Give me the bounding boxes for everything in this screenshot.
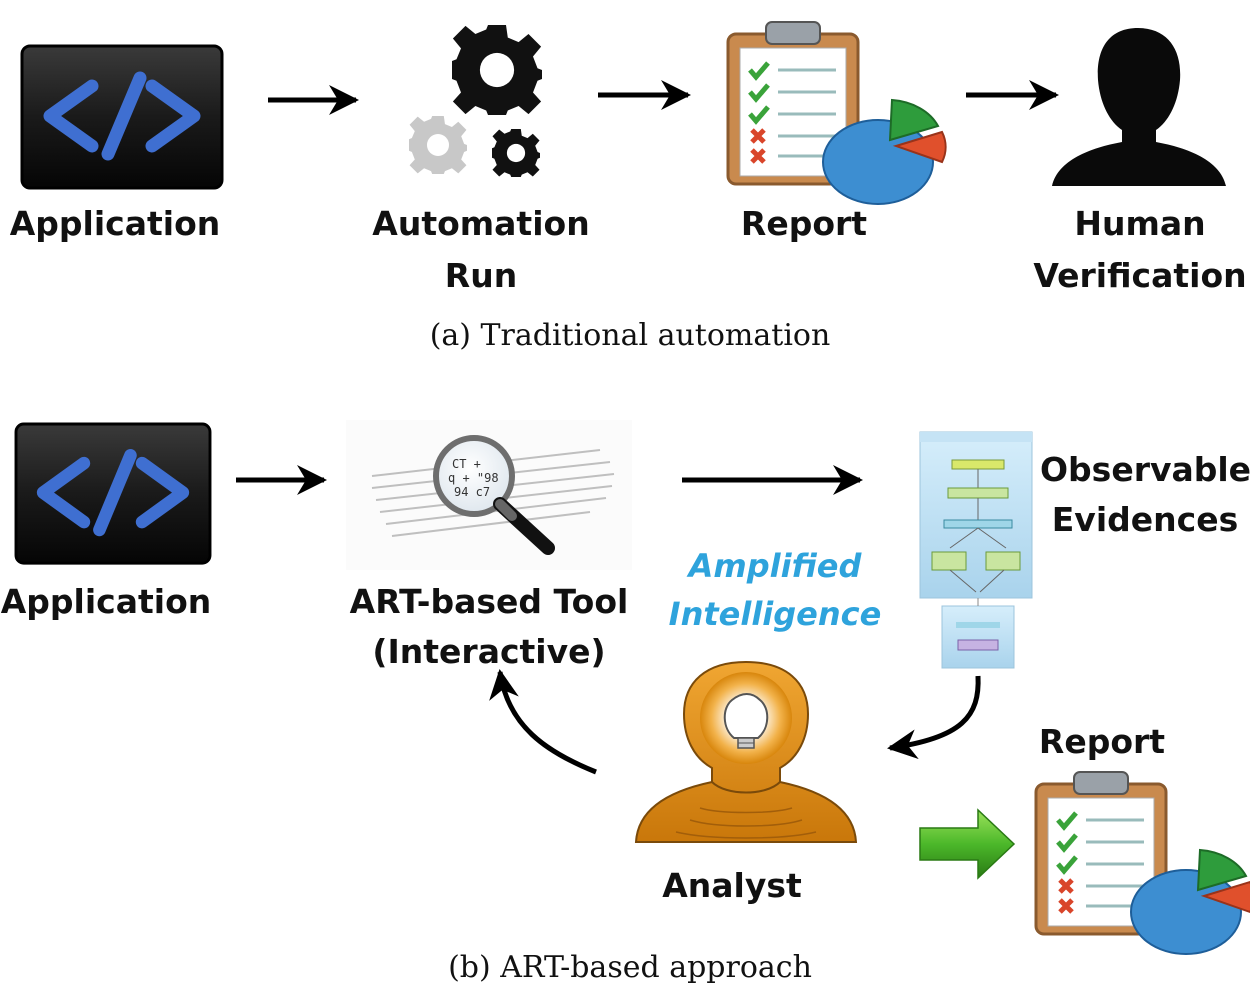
svg-text:q + "98: q + "98 [448,471,499,485]
label-report-a: Report [740,204,868,243]
label-automation-run-2: Run [444,256,518,295]
label-art-tool-1: ART-based Tool [349,582,629,621]
label-observable: Observable [1040,450,1250,489]
arrow-b3 [887,675,981,760]
label-amplified: Amplified [688,547,862,585]
label-art-tool-2: (Interactive) [372,632,606,671]
person-silhouette-icon [1052,28,1226,186]
label-automation-run-1: Automation [372,204,590,243]
label-application-a: Application [9,204,221,243]
label-evidences: Evidences [1051,500,1239,539]
green-arrow-icon [919,808,1016,880]
code-brackets-icon [16,424,210,563]
flowchart-screenshot-icon [919,431,1033,669]
label-human-1: Human [1074,204,1206,243]
code-brackets-icon [22,46,222,188]
caption-a: (a) Traditional automation [429,318,831,353]
arrow-feedback [489,669,597,775]
svg-text:CT +: CT + [452,457,481,471]
label-intelligence: Intelligence [668,595,882,633]
label-analyst: Analyst [662,866,802,905]
label-report-b: Report [1038,722,1166,761]
caption-b: (b) ART-based approach [448,950,812,985]
magnifying-glass-icon: CT + q + "98 94 c7 [346,420,632,570]
clipboard-checklist-pie-icon [1036,772,1250,954]
clipboard-checklist-pie-icon [728,22,946,204]
gears-icon [409,24,542,177]
head-lightbulb-icon [634,660,858,843]
label-human-2: Verification [1033,256,1247,295]
svg-text:94 c7: 94 c7 [454,485,490,499]
label-application-b: Application [0,582,212,621]
